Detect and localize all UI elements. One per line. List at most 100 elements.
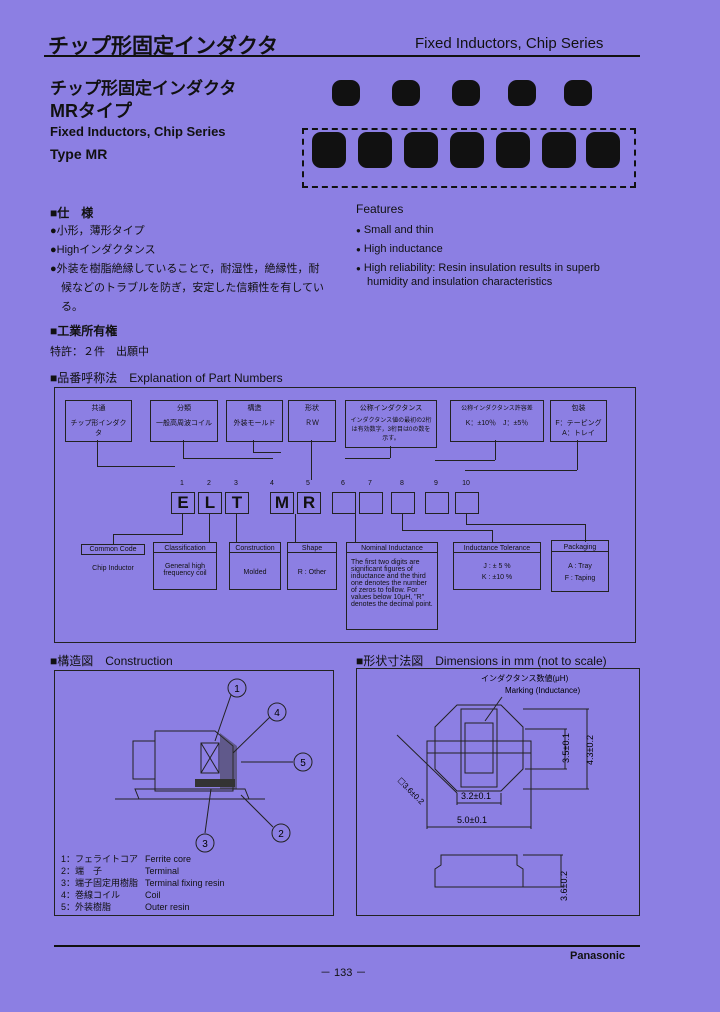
callout: 1 [234,684,240,695]
feature-item: High reliability: Resin insulation resul… [356,259,600,278]
product-name-jp: チップ形固定インダクタ [50,79,237,98]
digit: 1 [180,480,184,487]
shape-value: R : Other [297,569,327,576]
top-value-pack: F：テーピング A：トレイ [555,420,609,437]
feature-item: High inductance [356,240,600,259]
part-box-6 [332,492,356,514]
feature-item: humidity and insulation characteristics [367,276,553,288]
spec-heading-jp: ■仕 様 [50,206,94,220]
callout: 4 [274,708,280,719]
top-label-pack: 包装 [571,405,586,412]
digit: 5 [306,480,310,487]
header-title-en: Fixed Inductors, Chip Series [415,35,604,52]
features-heading: Features [356,202,404,216]
spec-item: ●外装を樹脂絶縁していることで，耐湿性，絶縁性，耐 [50,263,320,275]
dimensions-heading: ■形状寸法図 Dimensions in mm (not to scale) [356,654,607,668]
part-box-9 [425,492,449,514]
top-label-shape: 形状 [305,405,319,412]
legend-jp: 2：端 子 [61,866,103,876]
digit: 6 [341,480,345,487]
classification-title: Classification [154,545,216,553]
digit: 8 [400,480,404,487]
part-box-7 [359,492,383,514]
digit: 10 [462,480,470,487]
top-value-constr: 外装モールド [233,420,276,427]
dimensions-frame: インダクタンス数値(μH) Marking (Inductance) ☐3.6±… [356,668,640,916]
part-box-5: R [297,492,321,514]
dim-label: 3.2±0.1 [461,791,491,801]
construction-diagram: 1 4 5 3 2 [115,678,313,853]
header-title-jp: チップ形固定インダクタ [48,35,279,58]
construction-heading: ■構造図 Construction [50,654,173,668]
part-box-4: M [270,492,294,514]
dim-label: 4.3±0.2 [585,735,595,765]
shape-block: Shape R : Other [287,542,337,590]
nominal-block: Nominal Inductance The first two digits … [346,542,438,630]
digit: 7 [368,480,372,487]
partnum-frame: 共通 チップ形インダクタ 分類 一般高周波コイル 構造 外装モールド 形状 ＲＷ… [54,387,636,643]
part-box-8 [391,492,415,514]
packaging-f: F : Taping [564,575,596,582]
legend-jp: 1：フェライトコア [61,854,139,864]
classification-block: Classification General high frequency co… [153,542,217,590]
packaging-block: Packaging A : Tray F : Taping [551,540,609,592]
spec-item: る。 [50,301,83,313]
construction-value: Molded [243,569,267,576]
legend-en: Ferrite core [145,854,192,864]
legend-en: Coil [145,890,161,900]
tolerance-j: J : ± 5 % [483,563,511,570]
packaging-title: Packaging [552,544,608,552]
spec-item: ●Highインダクタンス [50,244,156,256]
top-label-class: 分類 [177,405,191,412]
features-list: Small and thin High inductance High reli… [356,221,600,291]
tolerance-k: K : ±10 % [481,574,513,581]
legend-jp: 3：端子固定用樹脂 [61,878,139,888]
feature-item: Small and thin [356,221,600,240]
callout: 3 [202,839,208,850]
spec-item: ●小形，薄形タイプ [50,225,145,237]
dim-label: ☐3.6±0.2 [396,776,427,807]
part-box-10 [455,492,479,514]
top-value-nominal: インダクタンス値の最初の2桁は有効数字，3桁目は0の数を示す。 [350,418,432,442]
callout: 5 [300,758,306,769]
part-box-3: T [225,492,249,514]
legend-jp: 5：外装樹脂 [61,902,112,912]
footer-rule [54,945,640,947]
tolerance-title: Inductance Tolerance [454,545,540,553]
page-number: － 133 － [320,967,367,979]
top-label-tol: 公称インダクタンス許容差 [461,406,533,412]
product-type-en: Type MR [50,146,108,162]
legend-en: Terminal fixing resin [145,878,225,888]
classification-value: General high frequency coil [163,563,207,577]
header-rule [44,55,640,57]
digit: 3 [234,480,238,487]
dimensions-diagram: インダクタンス数値(μH) Marking (Inductance) ☐3.6±… [396,673,595,901]
part-box-1: E [171,492,195,514]
dim-label: 3.6±0.2 [559,871,569,901]
spec-item: 候などのトラブルを防ぎ，安定した信頼性を有してい [50,282,325,294]
patent-text: 特許：２件 出願中 [50,346,149,358]
top-value-class: 一般高周波コイル [156,420,212,427]
nominal-title: Nominal Inductance [347,545,437,553]
legend-en: Outer resin [145,902,190,912]
dim-label: 5.0±0.1 [457,815,487,825]
callout: 2 [278,829,284,840]
tolerance-block: Inductance Tolerance J : ± 5 % K : ±10 % [453,542,541,590]
top-label-nominal: 公称インダクタンス [359,405,423,412]
nominal-value: The first two digits are significant fig… [351,559,433,608]
common-code-title: Common Code [81,544,145,555]
packaging-a: A : Tray [568,563,592,570]
common-code-block: Common Code Chip Inductor [81,544,145,572]
brand-logo: Panasonic [570,950,626,962]
top-value-common: チップ形インダクタ [70,420,127,437]
dim-label: 3.5±0.1 [561,733,571,763]
product-name-en: Fixed Inductors, Chip Series [50,124,226,139]
construction-frame: 1 4 5 3 2 1：フェライトコア Ferrite core 2：端 子 Ter… [54,670,334,916]
product-type-jp: MRタイプ [50,101,132,121]
construction-title: Construction [230,545,280,553]
digit: 4 [270,480,274,487]
top-label-common: 共通 [91,405,106,412]
top-label-constr: 構造 [247,405,262,412]
patent-heading: ■工業所有権 [50,324,118,338]
